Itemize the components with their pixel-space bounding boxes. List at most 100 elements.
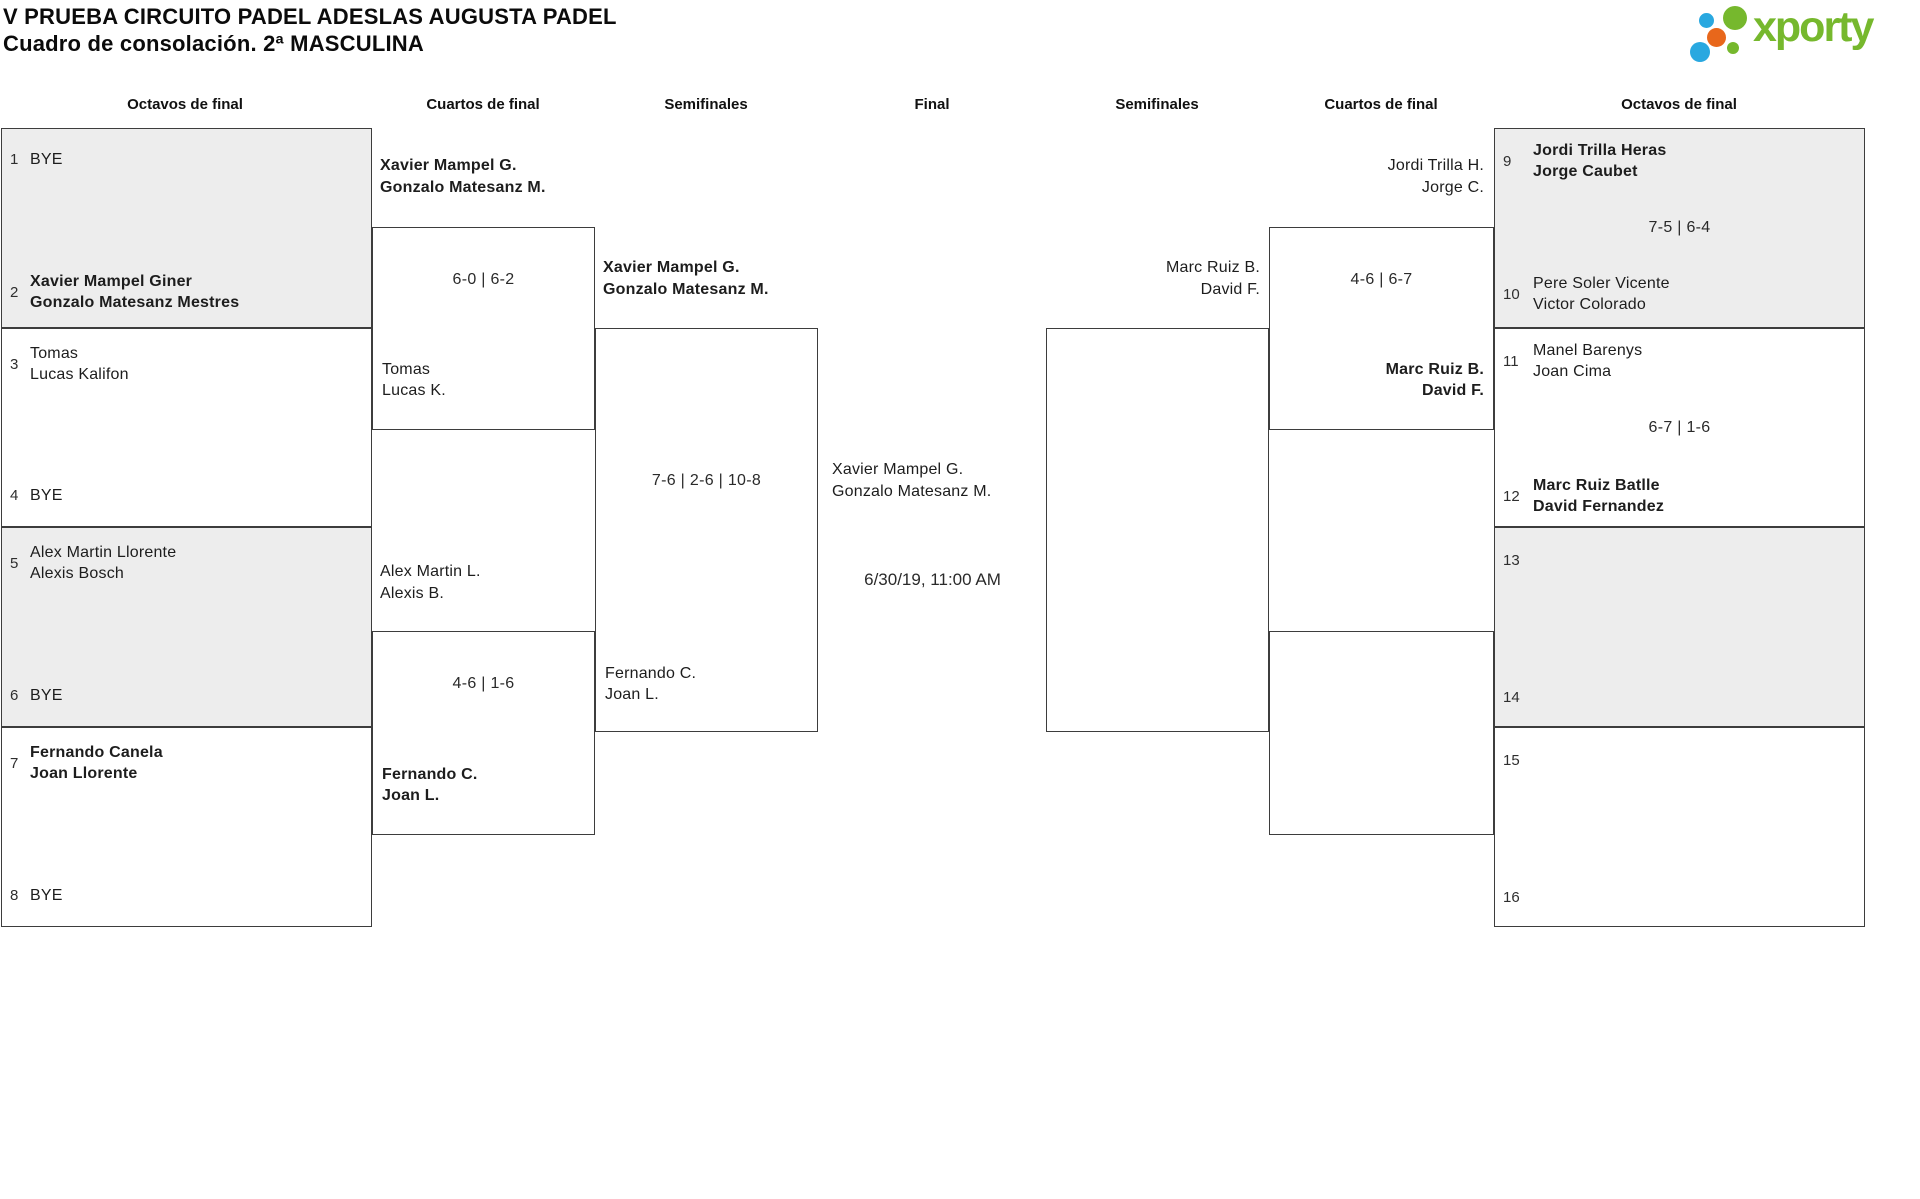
seed-number: 3 [10,355,19,373]
team-name: BYE [30,887,63,904]
team-name: Tomas [382,361,431,378]
match-score: 4-6 | 6-7 [1350,271,1413,288]
match-box-octavos-1-2: 1 BYE 2 Xavier Mampel Giner Gonzalo Mate… [1,128,372,328]
seed-number: 10 [1503,285,1520,303]
team-name: Marc Ruiz Batlle [1533,477,1660,494]
seed-number: 6 [10,687,19,704]
cuartos-right-1-bottom-team: Marc Ruiz B. David F. [1386,359,1484,401]
logo-dot-orange [1707,28,1726,47]
match-box-cuartos-right-2 [1269,631,1494,835]
page-title: V PRUEBA CIRCUITO PADEL ADESLAS AUGUSTA … [3,4,617,29]
bracket-entry-5: 5 Alex Martin Llorente Alexis Bosch [10,542,176,584]
semifinal-right-top-team: Marc Ruiz B. David F. [1166,257,1260,301]
team-name: BYE [30,687,63,704]
team-name: Fernando C. [605,665,697,682]
cuartos-left-1-bottom-team: Tomas Lucas K. [382,359,446,401]
seed-number: 11 [1503,352,1519,370]
team-name: Lucas Kalifon [30,366,129,383]
bracket-entry-11: 11 Manel Barenys Joan Cima [1503,340,1642,382]
team-name: Alex Martin Llorente [30,544,177,561]
xporty-logo[interactable]: xporty [1686,2,1916,68]
match-box-octavos-15-16: 15 16 [1494,727,1865,927]
seed-number: 12 [1503,487,1520,505]
team-name: Xavier Mampel G. [380,157,517,174]
seed-number: 15 [1503,752,1520,769]
match-box-octavos-3-4: 3 Tomas Lucas Kalifon 4 BYE [1,328,372,527]
team-name: Joan L. [605,686,659,703]
team-name: Tomas [30,345,79,362]
team-name: Gonzalo Matesanz M. [603,281,769,298]
bracket-entry-7: 7 Fernando Canela Joan Llorente [10,742,163,784]
match-box-cuartos-left-1: 6-0 | 6-2 Tomas Lucas K. [372,227,595,430]
team-name: Fernando C. [382,766,478,783]
semifinal-left-top-team: Xavier Mampel G. Gonzalo Matesanz M. [603,257,769,301]
match-box-octavos-9-10: 9 Jordi Trilla Heras Jorge Caubet 7-5 | … [1494,128,1865,328]
round-header-final: Final [914,96,950,113]
team-name: Alexis B. [380,585,445,602]
bracket-entry-9: 9 Jordi Trilla Heras Jorge Caubet [1503,140,1666,182]
cuartos-right-1-top-team: Jordi Trilla H. Jorge C. [1388,155,1484,199]
match-score: 7-5 | 6-4 [1648,219,1711,236]
bracket-entry-16: 16 [1503,889,1527,906]
team-name: BYE [30,487,63,504]
seed-number: 5 [10,554,19,572]
final-schedule: 6/30/19, 11:00 AM [864,570,1001,589]
team-name: Jordi Trilla Heras [1533,142,1667,159]
bracket-entry-10: 10 Pere Soler Vicente Victor Colorado [1503,273,1670,315]
match-score: 4-6 | 1-6 [452,675,515,692]
team-name: Jorge C. [1421,179,1484,196]
logo-dot-blue-large [1690,42,1710,62]
seed-number: 16 [1503,889,1520,906]
match-box-cuartos-left-2: 4-6 | 1-6 Fernando C. Joan L. [372,631,595,835]
match-box-semifinal-right [1046,328,1269,732]
match-box-semifinal-left: 7-6 | 2-6 | 10-8 Fernando C. Joan L. [595,328,818,732]
bracket-entry-14: 14 [1503,689,1527,706]
seed-number: 9 [1503,152,1512,170]
team-name: Marc Ruiz B. [1385,361,1484,378]
logo-wordmark: xporty [1753,3,1874,51]
team-name: Manel Barenys [1533,342,1643,359]
team-name: BYE [30,151,63,168]
bracket-entry-1: 1 BYE [10,149,63,170]
team-name: Marc Ruiz B. [1166,259,1260,276]
logo-dot-green-large [1723,6,1747,30]
match-box-octavos-13-14: 13 14 [1494,527,1865,727]
round-header-semifinal-right: Semifinales [1115,96,1199,113]
team-name: Joan Llorente [30,765,138,782]
team-name: Alex Martin L. [380,563,481,580]
team-name: Gonzalo Matesanz Mestres [30,294,240,311]
cuartos-left-2-bottom-team: Fernando C. Joan L. [382,764,478,806]
team-name: Gonzalo Matesanz M. [380,179,546,196]
seed-number: 8 [10,887,19,904]
match-score: 6-0 | 6-2 [452,271,515,288]
team-name: Gonzalo Matesanz M. [832,483,992,500]
bracket-entry-4: 4 BYE [10,485,63,506]
bracket-entry-2: 2 Xavier Mampel Giner Gonzalo Matesanz M… [10,271,239,313]
round-header-semifinal-left: Semifinales [664,96,748,113]
semifinal-left-bottom-team: Fernando C. Joan L. [605,663,696,705]
team-name: David F. [1200,281,1260,298]
seed-number: 14 [1503,689,1520,706]
match-box-octavos-11-12: 11 Manel Barenys Joan Cima 6-7 | 1-6 12 … [1494,328,1865,527]
match-box-cuartos-right-1: 4-6 | 6-7 Marc Ruiz B. David F. [1269,227,1494,430]
seed-number: 2 [10,283,19,301]
team-name: Jordi Trilla H. [1387,157,1484,174]
team-name: Joan L. [382,787,440,804]
bracket-entry-8: 8 BYE [10,885,63,906]
cuartos-left-2-top-team: Alex Martin L. Alexis B. [380,561,481,605]
seed-number: 4 [10,487,19,504]
team-name: Jorge Caubet [1533,163,1638,180]
cuartos-left-1-top-team: Xavier Mampel G. Gonzalo Matesanz M. [380,155,546,199]
bracket-entry-6: 6 BYE [10,685,63,706]
team-name: Xavier Mampel G. [832,461,964,478]
team-name: Xavier Mampel Giner [30,273,193,290]
team-name: Fernando Canela [30,744,163,761]
logo-dot-blue-small [1699,13,1714,28]
team-name: Lucas K. [382,382,446,399]
page-subtitle: Cuadro de consolación. 2ª MASCULINA [3,31,424,56]
match-score: 7-6 | 2-6 | 10-8 [651,472,762,489]
team-name: David Fernandez [1533,498,1665,515]
match-box-octavos-7-8: 7 Fernando Canela Joan Llorente 8 BYE [1,727,372,927]
team-name: Pere Soler Vicente [1533,275,1670,292]
